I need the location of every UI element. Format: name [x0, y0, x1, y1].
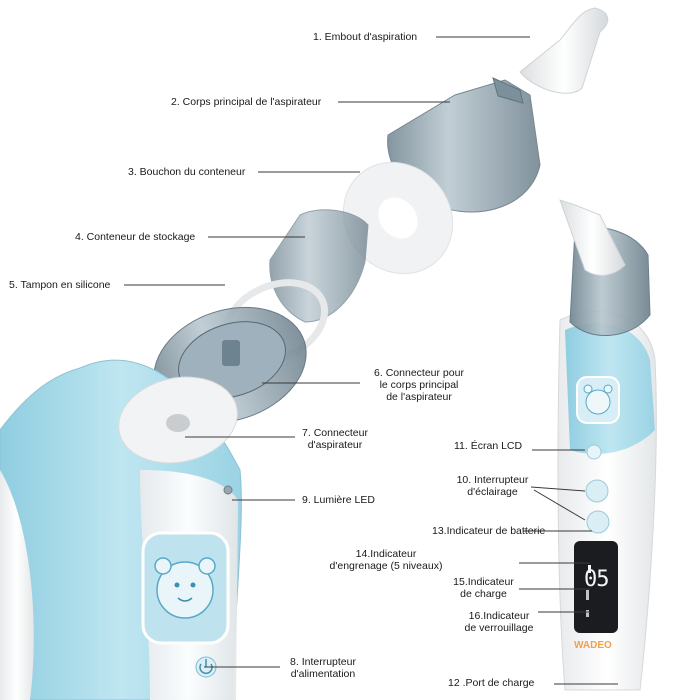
label-suction-tip: 1. Embout d'aspiration [313, 31, 418, 43]
left-device-body-illustration [0, 359, 242, 700]
label-lcd-screen: 11. Écran LCD [454, 440, 523, 452]
storage-container-illustration [269, 209, 369, 323]
label-led-light: 9. Lumière LED [302, 494, 375, 506]
label-container-cap: 3. Bouchon du conteneur [128, 166, 246, 178]
right-device-illustration [557, 199, 657, 691]
label-silicone-pad: 5. Tampon en silicone [9, 279, 111, 291]
brand-logo: WADEO [574, 640, 612, 651]
label-storage-container: 4. Conteneur de stockage [75, 231, 196, 243]
label-main-body: 2. Corps principal de l'aspirateur [171, 96, 322, 108]
label-charging-port: 12 .Port de charge [448, 677, 535, 689]
lcd-digits: 05 [584, 567, 609, 592]
container-cap-illustration [342, 161, 454, 275]
suction-tip-illustration [519, 7, 609, 94]
label-battery-indicator: 13.Indicateur de batterie [432, 525, 546, 537]
leader-lines [124, 36, 618, 685]
